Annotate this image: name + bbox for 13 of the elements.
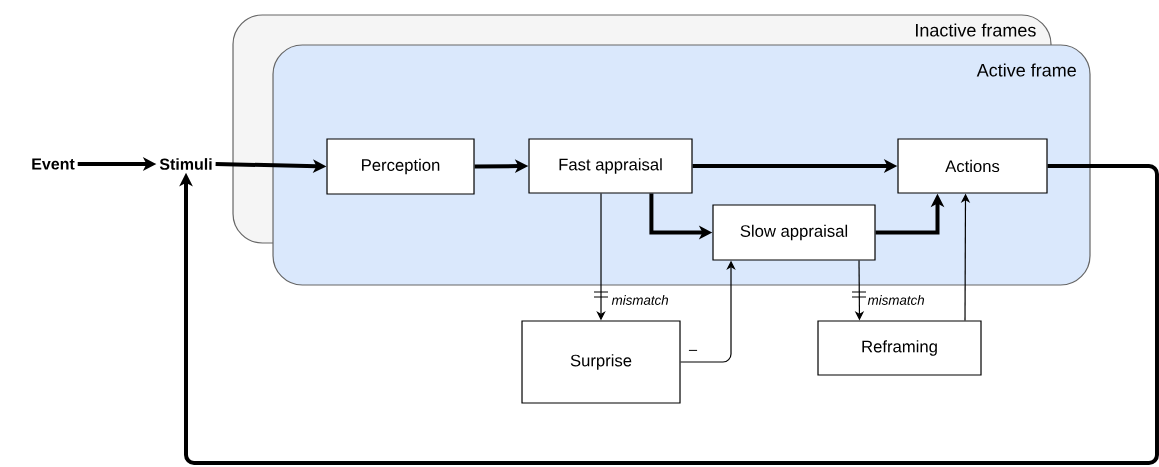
arrow — [179, 164, 1159, 465]
label-text: Event — [32, 158, 75, 170]
edge-label: – — [687, 348, 699, 356]
process-box: Actions — [897, 138, 1048, 194]
process-box: Fast appraisal — [528, 138, 693, 194]
label-text: Stimuli — [159, 158, 212, 170]
process-box: Slow appraisal — [712, 204, 876, 261]
process-box: Reframing — [817, 320, 982, 376]
edge-label: mismatch — [610, 293, 670, 307]
process-box: Surprise — [521, 320, 681, 404]
process-box: Perception — [326, 138, 475, 195]
heading: Inactive frames — [916, 23, 1036, 37]
edge-label: mismatch — [866, 293, 926, 307]
